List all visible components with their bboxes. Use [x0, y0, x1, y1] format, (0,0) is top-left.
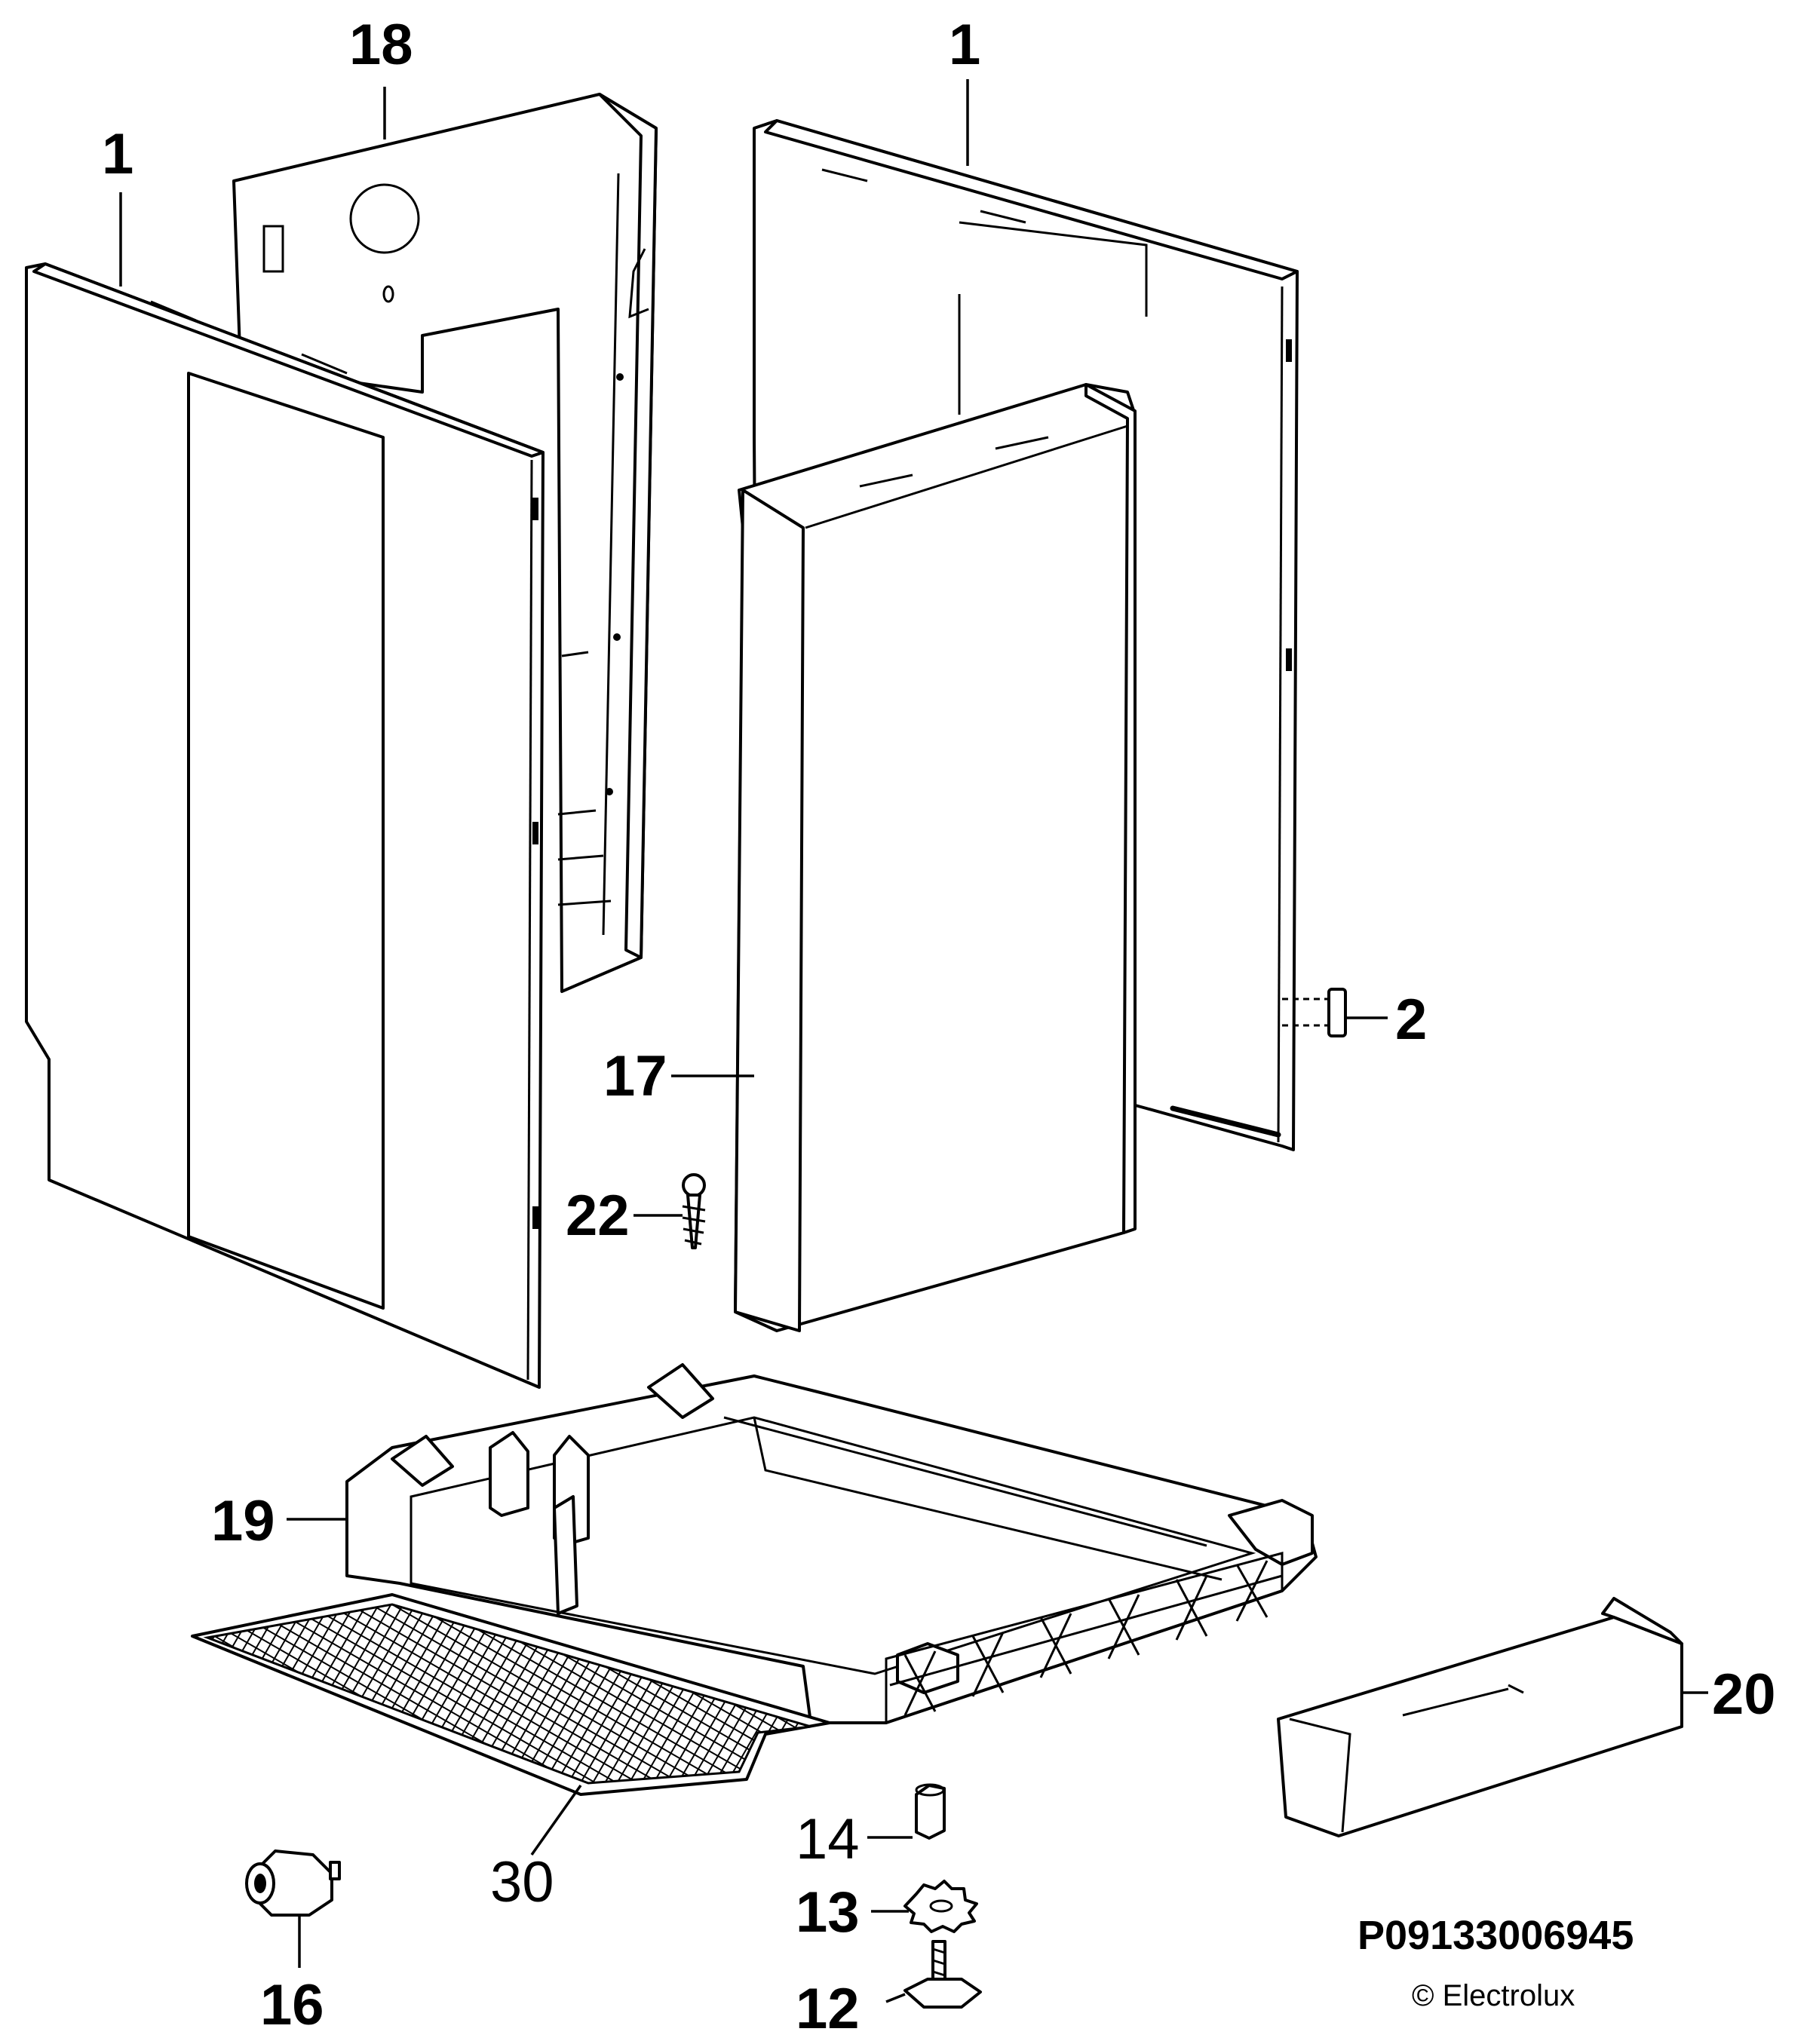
screw-part [682, 1173, 706, 1249]
clip-part [1282, 988, 1347, 1037]
label-clip: 2 [1395, 988, 1427, 1052]
drawing-code: P09133006945 [1358, 1913, 1634, 1958]
filter-mat-part [191, 1593, 831, 1796]
base-frame-part [345, 1363, 1318, 1725]
label-rear-panel: 18 [349, 13, 413, 77]
label-screw: 22 [566, 1184, 630, 1248]
bushing-part [245, 1849, 341, 1917]
copyright-text: © Electrolux [1412, 1979, 1575, 2012]
kickplate-part [1277, 1597, 1683, 1837]
label-front-panel: 17 [603, 1044, 667, 1108]
side-panel-left-part [25, 262, 545, 1389]
label-foot: 12 [796, 1977, 860, 2041]
label-filter-mat: 30 [490, 1850, 554, 1914]
label-spacer: 14 [796, 1807, 860, 1871]
leader-lines [119, 79, 1708, 2003]
label-kickplate: 20 [1712, 1662, 1776, 1727]
label-side-panel-left: 1 [102, 122, 133, 186]
label-base-frame: 19 [211, 1489, 275, 1553]
front-panel-part [734, 383, 1137, 1332]
label-side-panel-right: 1 [949, 13, 980, 77]
foot-part [903, 1940, 982, 2009]
washer-part [903, 1880, 978, 1933]
label-bushing: 16 [260, 1973, 324, 2037]
label-washer: 13 [796, 1880, 860, 1944]
spacer-part [915, 1783, 946, 1840]
